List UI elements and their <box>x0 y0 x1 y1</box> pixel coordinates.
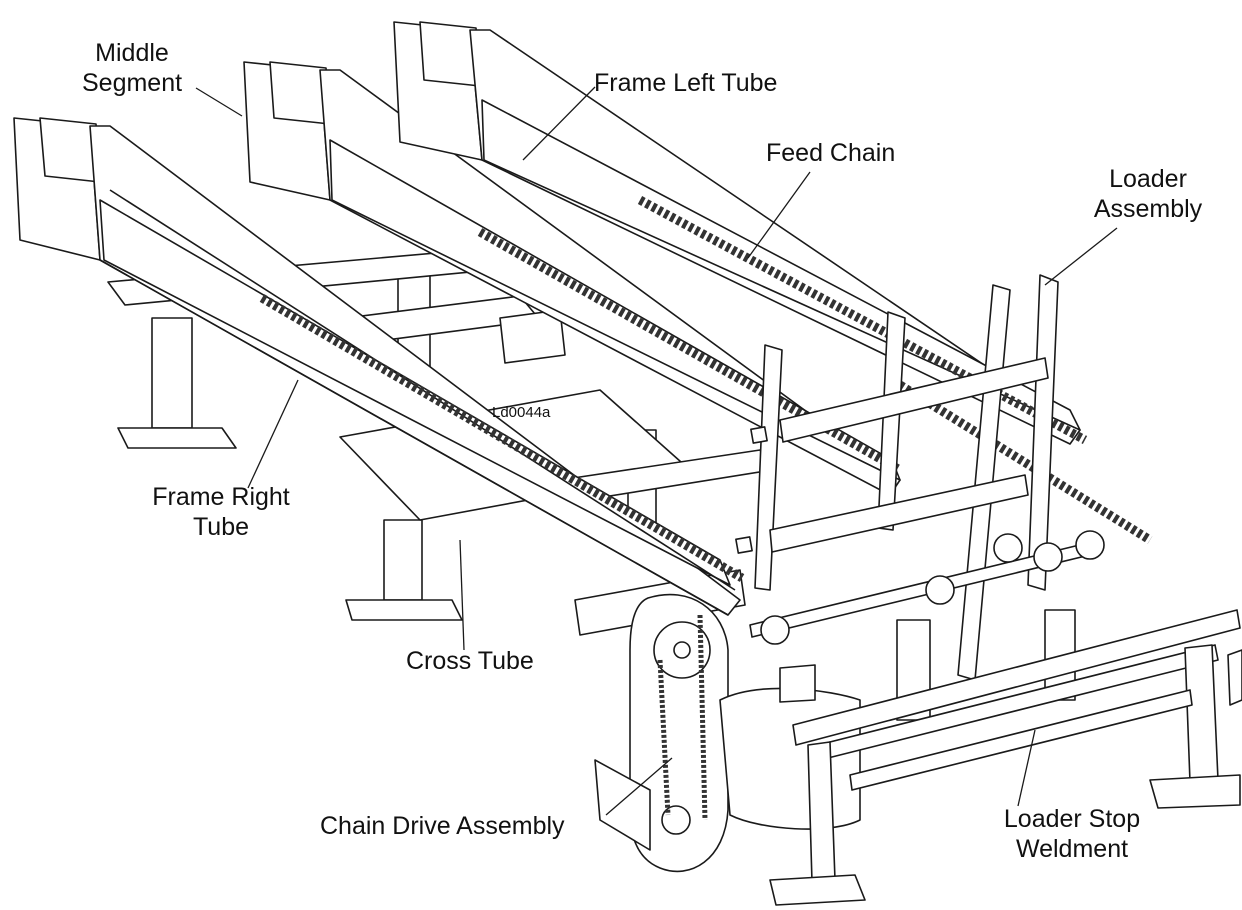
leader-chain-drive <box>605 757 673 816</box>
leader-cross-tube <box>459 539 465 651</box>
leader-frame-left-tube <box>522 86 596 161</box>
callout-feed-chain: Feed Chain <box>766 139 896 167</box>
frame-left-conveyor <box>393 21 1081 445</box>
leader-frame-right-tube <box>247 379 299 489</box>
figure-code: Ld0044a <box>492 404 551 421</box>
callout-frame-right-tube-line1: Frame Right <box>152 483 290 511</box>
callout-middle-segment: Middle Segment <box>82 38 182 98</box>
callout-frame-right-tube-line2: Tube <box>192 513 250 541</box>
callout-frame-left-tube: Frame Left Tube <box>594 69 778 97</box>
leader-loader-assembly <box>1044 227 1118 286</box>
leader-feed-chain <box>747 171 811 259</box>
callout-loader-assembly-line2: Assembly <box>1093 195 1203 223</box>
callout-cross-tube: Cross Tube <box>406 647 534 675</box>
chain-drive-assembly <box>594 593 861 873</box>
callout-loader-assembly: Loader Assembly <box>1078 164 1218 224</box>
leader-loader-stop <box>1017 729 1036 807</box>
loader-stop-weldment <box>769 609 1242 906</box>
callout-loader-stop-weldment-line2: Weldment <box>1015 835 1129 863</box>
leader-lines <box>195 86 1118 816</box>
callout-loader-assembly-line1: Loader <box>1109 165 1187 193</box>
callout-chain-drive-assembly: Chain Drive Assembly <box>320 812 565 840</box>
callout-loader-stop-weldment-line1: Loader Stop <box>1003 805 1141 833</box>
callout-middle-segment-line2: Segment <box>82 69 183 97</box>
callout-frame-right-tube: Frame Right Tube <box>130 482 312 542</box>
callout-middle-segment-line1: Middle <box>95 39 169 67</box>
leader-middle-segment <box>195 87 243 117</box>
drive-shaft <box>749 530 1105 645</box>
frame-right-conveyor <box>13 117 741 616</box>
callout-loader-stop-weldment: Loader Stop Weldment <box>982 804 1162 864</box>
